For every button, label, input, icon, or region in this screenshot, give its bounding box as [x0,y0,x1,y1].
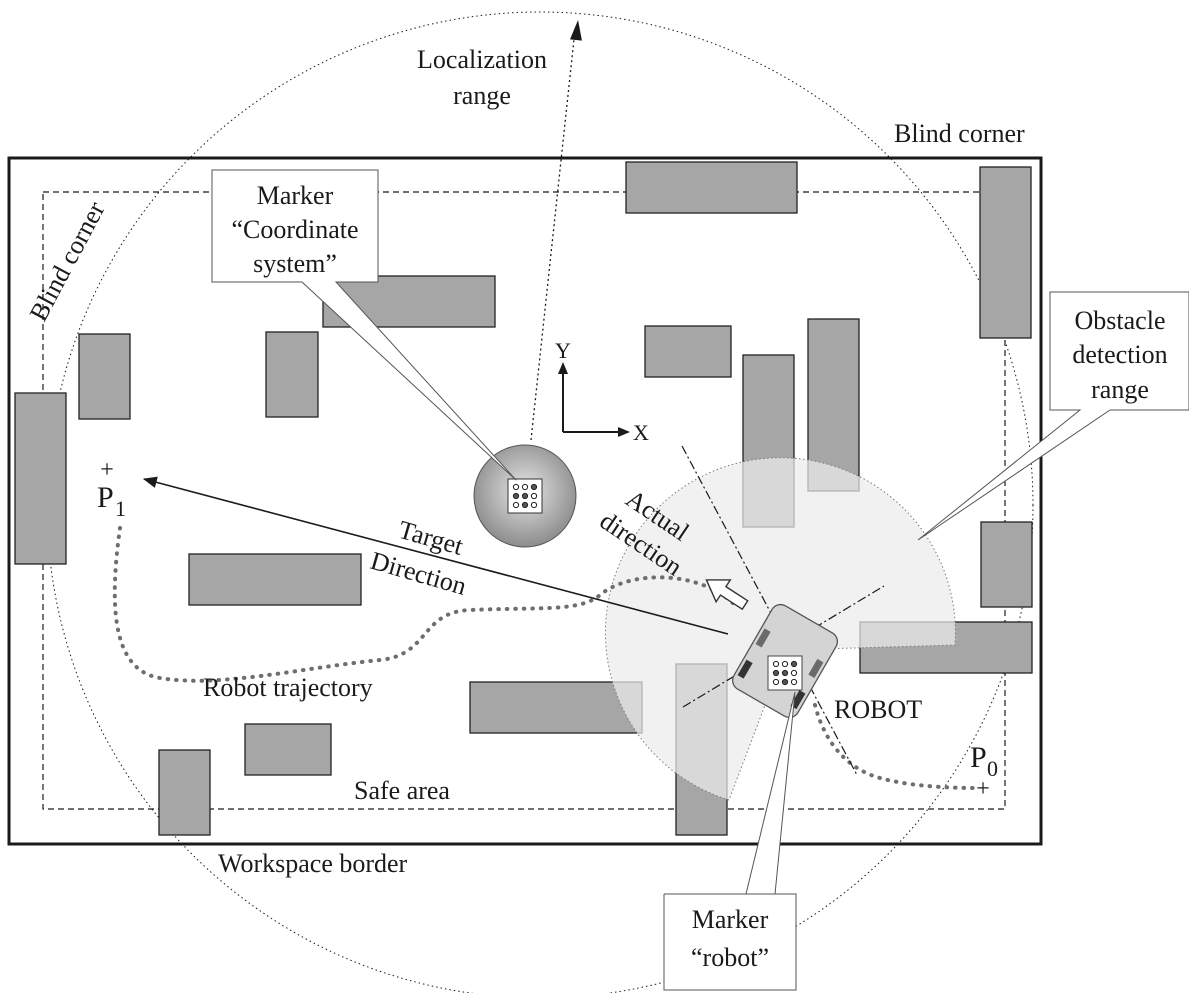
localization-range-label-2: range [453,81,511,110]
obstacle [979,166,1032,339]
obstacle-detection-callout [917,291,1189,541]
obstacle [265,331,319,418]
workspace-border-label: Workspace border [218,849,408,878]
coordinate-marker-label-3: system” [253,249,337,278]
localization-range-arrow [530,29,576,441]
safe-area-boundary [42,191,1006,810]
robot-body [731,603,839,719]
robot-trajectory-label: Robot trajectory [203,673,373,702]
axis-x-label: X [633,420,649,445]
target-direction-arrow [142,476,729,635]
robot-marker-label-2: “robot” [691,943,769,972]
obstacle [980,521,1033,608]
obstacle [158,749,211,836]
obstacle [78,333,131,420]
blind-corner-top-label: Blind corner [894,119,1025,148]
safe-area-label: Safe area [354,776,450,805]
p1-subscript: 1 [115,496,126,521]
p0-label: P [970,741,987,774]
axis-y-label: Y [555,338,571,363]
obstacle-detection-label-2: detection [1072,340,1167,369]
obstacle [244,723,332,776]
robot-marker-callout [663,691,797,991]
coordinate-marker-label-2: “Coordinate [231,215,358,244]
coordinate-marker-callout [211,169,517,481]
robot-label: ROBOT [834,695,922,724]
p0-marker: + [976,776,990,802]
robot-trajectory-tail [813,703,977,790]
obstacle-detection-label-1: Obstacle [1075,306,1166,335]
obstacle [625,161,798,214]
p1-marker: + [100,457,114,483]
coordinate-marker [507,478,543,514]
obstacle [644,325,732,378]
robot-marker [767,655,803,691]
obstacle [469,681,643,734]
obstacle [14,392,67,565]
workspace-border [7,156,1043,846]
robot-marker-label-1: Marker [692,905,769,934]
obstacle [188,553,362,606]
robot-heading-axis [681,445,858,776]
localization-range-label: Localization [417,45,547,74]
localization-arrow-head [569,20,582,41]
coordinate-axes [558,362,630,437]
p1-label: P [97,481,114,514]
robot-cross-axis [682,585,885,708]
p0-subscript: 0 [987,756,998,781]
obstacle-detection-label-3: range [1091,375,1149,404]
blind-corner-left-label: Blind corner [24,197,111,326]
actual-direction-arrow [705,579,749,611]
coordinate-marker-label-1: Marker [257,181,334,210]
